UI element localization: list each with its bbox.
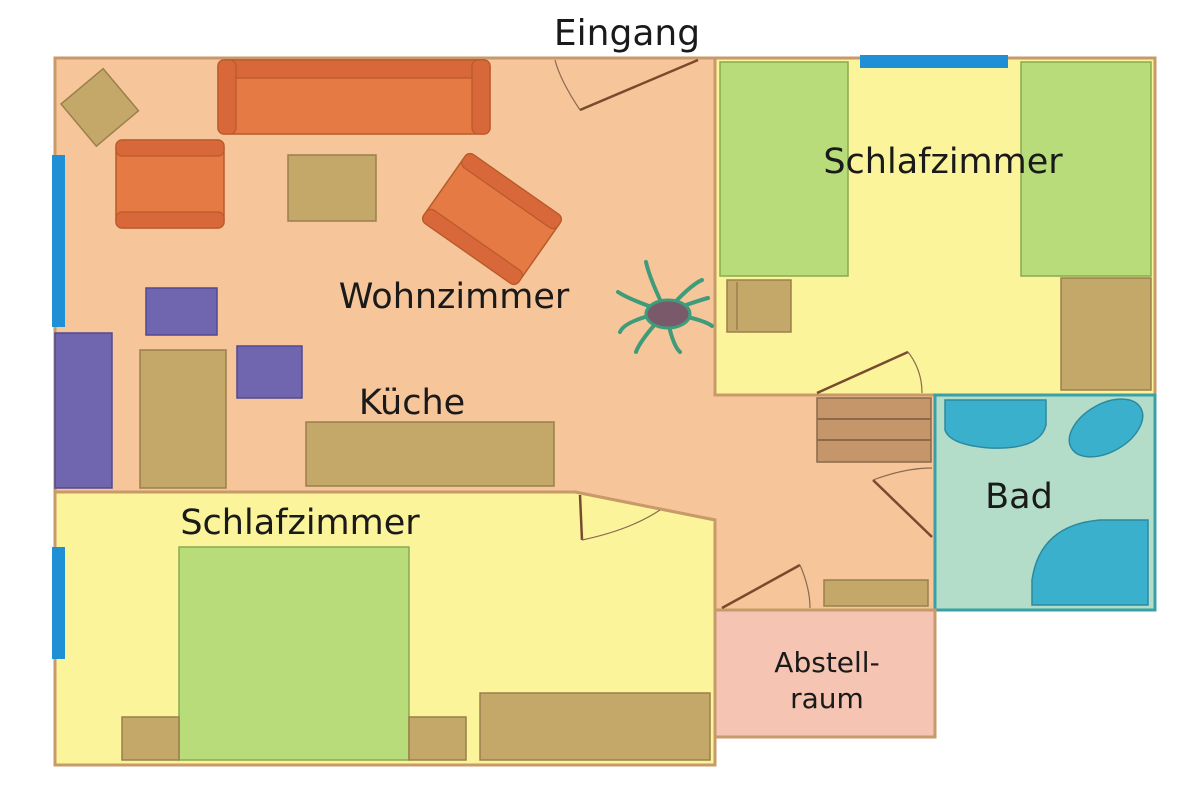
plant-icon xyxy=(616,260,714,354)
entrance-label: Eingang xyxy=(554,13,700,54)
bath-label: Bad xyxy=(985,477,1053,517)
bath-sink-icon xyxy=(944,399,1047,449)
window-left-lower xyxy=(52,547,65,659)
bed-bottom xyxy=(178,546,410,761)
living-room-label: Wohnzimmer xyxy=(339,277,570,317)
storage-label-line1: Abstell- xyxy=(774,646,879,679)
coffee-table xyxy=(287,154,377,222)
nightstand-bottom-left xyxy=(121,716,180,761)
purple-cabinet-tall xyxy=(54,332,113,489)
storage-room-floor xyxy=(713,608,937,739)
wardrobe-bottom xyxy=(479,692,711,761)
armchair-left xyxy=(115,139,225,229)
door-bedroom-bottom xyxy=(578,494,661,541)
purple-cabinet-small xyxy=(145,287,218,336)
side-table xyxy=(59,67,140,148)
bed-top-right xyxy=(1020,61,1152,277)
toilet-icon xyxy=(1068,398,1144,458)
armchair-right xyxy=(422,152,562,286)
door-storage xyxy=(721,563,811,610)
kitchen-label: Küche xyxy=(359,383,465,423)
door-entrance xyxy=(554,58,699,112)
bed-top-left xyxy=(719,61,849,277)
wardrobe-top xyxy=(1060,277,1152,391)
window-left-upper xyxy=(52,155,65,327)
nightstand-bottom-right xyxy=(408,716,467,761)
shower-icon xyxy=(1031,519,1149,606)
purple-cabinet-square xyxy=(236,345,303,399)
kitchen-counter-bottom xyxy=(305,421,555,487)
door-bathroom xyxy=(872,467,933,538)
kitchen-counter-left xyxy=(139,349,227,489)
sofa xyxy=(217,59,491,135)
bedroom-bottom-label: Schlafzimmer xyxy=(180,503,420,543)
window-top-bedroom xyxy=(860,55,1008,68)
stairs xyxy=(816,397,932,463)
door-bedroom-top xyxy=(816,350,923,395)
storage-label-line2: raum xyxy=(790,682,864,715)
bedroom-top-label: Schlafzimmer xyxy=(823,142,1063,182)
hallway-shelf xyxy=(823,579,929,607)
